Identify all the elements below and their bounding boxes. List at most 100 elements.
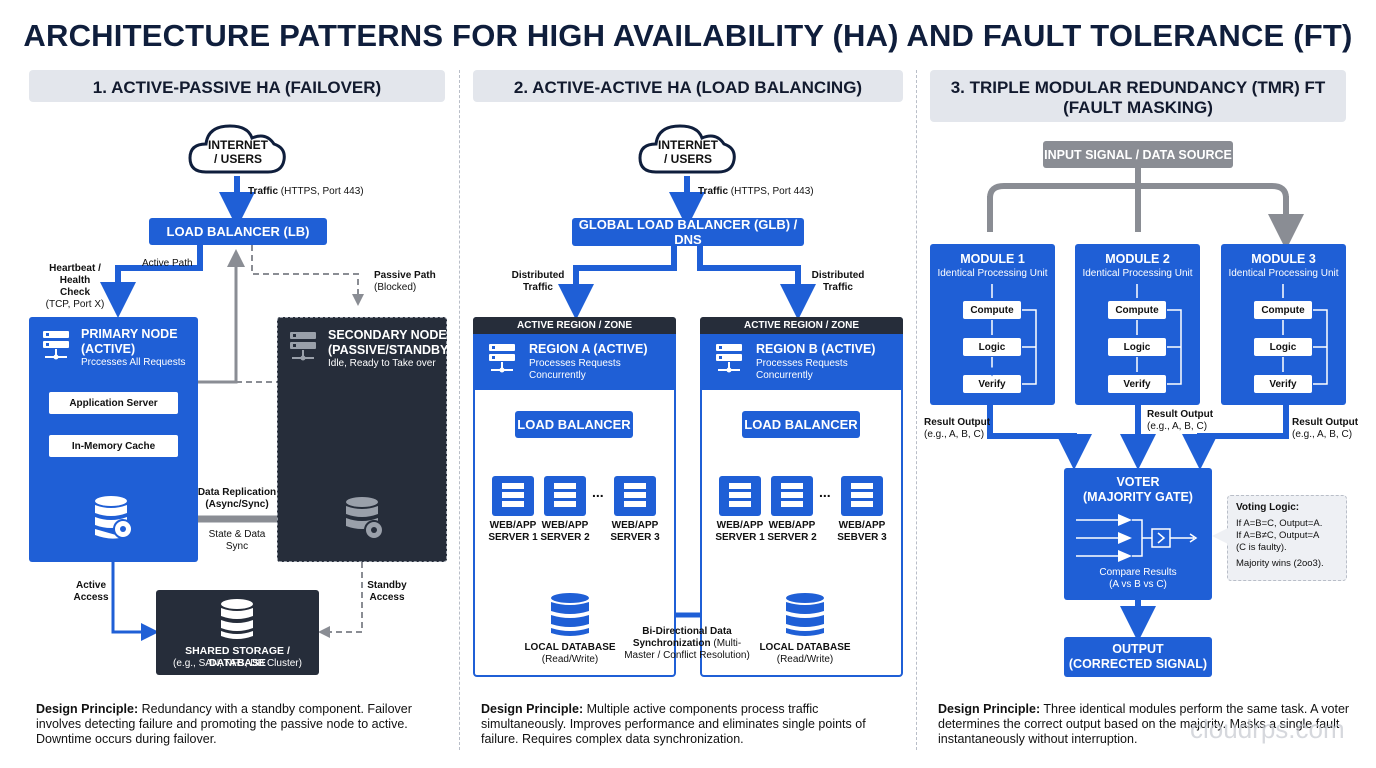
callout-pointer [1212,528,1228,544]
storage-subtitle: (e.g., SAN, NFS, DB Cluster) [173,658,302,669]
principle-label: Design Principle: [481,702,584,716]
principle-text: Multiple active components process traff… [481,702,866,746]
region-sub-line: Processes Requests [529,358,621,369]
cloud-label: INTERNET / USERS [196,138,280,166]
active-access-line: Access [73,592,109,603]
server-label: WEB/APP SERVER 2 [540,520,590,543]
state-sync-line: Sync [225,541,249,552]
secondary-title-line: (PASSIVE/STANDBY) [328,343,453,357]
region-b-title: REGION B (ACTIVE) [756,342,876,356]
column-divider [459,70,460,750]
region-a-load-balancer[interactable]: LOAD BALANCER [515,411,633,438]
secondary-node-subtitle: Idle, Ready to Take over [328,358,436,369]
input-signal[interactable]: INPUT SIGNAL / DATA SOURCE [1043,141,1233,168]
voter-title: VOTER (MAJORITY GATE) [1064,475,1212,505]
ellipsis: ... [819,484,831,500]
cloud-label-line: / USERS [663,152,712,166]
database-icon [221,599,253,639]
db-sub: (Read/Write) [776,654,834,665]
server-label: WEB/APP SERVER 1 [488,520,538,543]
region-b-header: ACTIVE REGION / ZONE [700,317,903,334]
tcp-line: (TCP, Port X) [45,299,105,310]
module-2[interactable]: MODULE 2 Identical Processing Unit Compu… [1075,244,1200,405]
db-sub: (Read/Write) [541,654,599,665]
db-title: LOCAL DATABASE [759,642,851,653]
result-line: Result Output [1292,417,1359,428]
database-icon[interactable] [784,592,826,638]
principle-label: Design Principle: [36,702,139,716]
primary-node-title: PRIMARY NODE (ACTIVE) [81,327,178,357]
module-1[interactable]: MODULE 1 Identical Processing Unit Compu… [930,244,1055,405]
voter-sub-line: (A vs B vs C) [1109,579,1167,590]
traffic-label-detail: (HTTPS, Port 443) [728,186,814,197]
database-icon[interactable] [549,592,591,638]
region-a-subtitle: Processes Requests Concurrently [529,358,621,382]
distributed-traffic-label: Distributed Traffic [808,270,868,294]
verify-step: Verify [963,375,1021,393]
server-label: WEB/APP SERVER 2 [767,520,817,543]
voting-logic-callout: Voting Logic: If A=B=C, Output=A. If A=B… [1227,495,1347,581]
web-server-icon[interactable] [544,476,586,516]
load-balancer[interactable]: LOAD BALANCER (LB) [149,218,327,245]
output-label: OUTPUT (CORRECTED SIGNAL) [1064,642,1212,672]
result-output-label: Result Output (e.g., A, B, C) [924,417,990,441]
secondary-node-title: SECONDARY NODE (PASSIVE/STANDBY) [328,328,453,358]
module-subtitle: Identical Processing Unit [1228,268,1339,279]
replication-label: Data Replication (Async/Sync) [196,487,278,511]
module-subtitle: Identical Processing Unit [1082,268,1193,279]
web-server-icon[interactable] [771,476,813,516]
server-icon [489,344,515,373]
traffic-label-detail: (HTTPS, Port 443) [278,186,364,197]
server-label: WEB/APP SEBVER 3 [837,520,887,543]
web-server-icon[interactable] [614,476,656,516]
voter[interactable]: VOTER (MAJORITY GATE) Compare Results (A… [1064,468,1212,600]
principle-text: Redundancy with a standby component. Fai… [36,702,412,746]
compute-step: Compute [1108,301,1166,319]
column-heading-tmr: 3. TRIPLE MODULAR REDUNDANCY (TMR) FT (F… [930,70,1346,122]
in-memory-cache[interactable]: In-Memory Cache [49,435,178,457]
traffic-label-bold: Traffic [698,186,729,197]
module-title: MODULE 2 [1105,252,1170,266]
standby-access-label: Standby Access [358,580,416,604]
web-server-icon[interactable] [841,476,883,516]
result-line: (e.g., A, B, C) [924,429,985,440]
result-output-label: Result Output (e.g., A, B, C) [1147,409,1213,433]
cloud-label-line: INTERNET [208,138,268,152]
standby-access-line: Standby [367,580,407,591]
active-access-label: Active Access [62,580,120,604]
active-path-label: Active Path [142,258,193,269]
voting-logic-line: (C is faulty). [1236,542,1287,553]
blocked-line: (Blocked) [374,282,417,293]
voting-logic-line: If A=B=C, Output=A. [1236,518,1323,529]
voting-logic-title: Voting Logic: [1236,502,1300,513]
principle-text: Three identical modules perform the same… [938,702,1350,746]
module-3[interactable]: MODULE 3 Identical Processing Unit Compu… [1221,244,1346,405]
secondary-node[interactable]: SECONDARY NODE (PASSIVE/STANDBY) Idle, R… [277,317,453,562]
cloud-label-line: / USERS [213,152,262,166]
active-access-line: Active [75,580,106,591]
voter-title-line: (MAJORITY GATE) [1083,490,1193,504]
page-title: ARCHITECTURE PATTERNS FOR HIGH AVAILABIL… [23,18,1353,53]
compute-step: Compute [963,301,1021,319]
result-line: Result Output [1147,409,1214,420]
global-load-balancer[interactable]: GLOBAL LOAD BALANCER (GLB) / DNS [572,217,804,247]
cloud-label-line: INTERNET [658,138,718,152]
region-sub-line: Concurrently [529,370,586,381]
primary-node[interactable]: PRIMARY NODE (ACTIVE) Prccesses All Requ… [29,317,198,562]
web-server-icon[interactable] [719,476,761,516]
design-principle: Design Principle: Three identical module… [938,702,1350,747]
web-server-icon[interactable] [492,476,534,516]
result-line: Result Output [924,417,991,428]
application-server[interactable]: Application Server [49,392,178,414]
shared-storage[interactable]: SHARED STORAGE / DATABASE (e.g., SAN, NF… [156,590,319,675]
sync-label: Bi-Directional Data Synchronization (Mul… [620,626,754,662]
region-b-load-balancer[interactable]: LOAD BALANCER [742,411,860,438]
traffic-label: Traffic (HTTPS, Port 443) [248,186,364,198]
voter-subtitle: Compare Results (A vs B vs C) [1064,567,1212,591]
output[interactable]: OUTPUT (CORRECTED SIGNAL) [1064,637,1212,677]
healthcheck-line: Health Check [59,275,91,298]
passive-path-label: Passive Path (Blocked) [374,270,436,294]
passive-path-line: Passive Path [374,270,436,281]
distributed-line: Traffic [522,282,553,293]
cloud-icon [188,124,286,174]
